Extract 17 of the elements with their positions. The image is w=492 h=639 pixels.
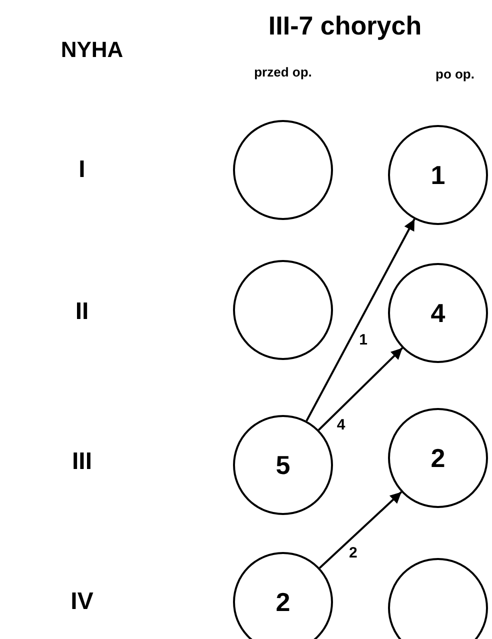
axis-heading: NYHA <box>60 37 124 63</box>
column-heading: po op. <box>436 66 474 82</box>
count-number: 2 <box>430 442 446 474</box>
arrow <box>318 491 402 569</box>
row-label: III <box>72 448 92 476</box>
count-number: 2 <box>276 586 290 618</box>
edge-label: 4 <box>336 417 346 432</box>
row-label: I <box>78 156 86 184</box>
column-heading: przed op. <box>254 64 312 80</box>
count-number: 1 <box>430 160 446 190</box>
title: III-7 chorych <box>268 10 422 42</box>
arrow <box>306 218 416 422</box>
arrow <box>318 347 403 431</box>
row-label: IV <box>70 588 94 616</box>
row-label: II <box>75 298 89 326</box>
count-number: 5 <box>276 450 290 480</box>
count-number: 4 <box>430 298 446 328</box>
